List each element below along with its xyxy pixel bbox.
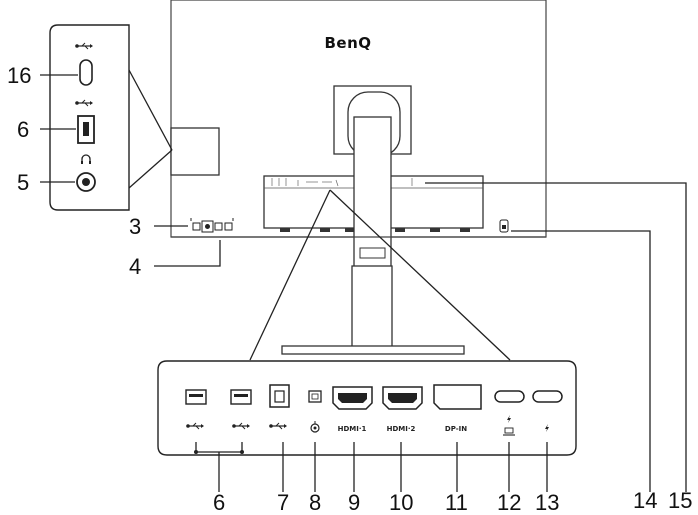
hdmi1-label: HDMI·1: [338, 425, 367, 433]
dp-in-label: DP-IN: [445, 425, 467, 433]
service-icon: [310, 421, 320, 433]
callout-10: 10: [389, 490, 413, 515]
hdmi2-label: HDMI·2: [387, 425, 416, 433]
control-buttons: [190, 218, 234, 233]
brand-logo: BenQ: [324, 34, 371, 52]
callout-7: 7: [277, 490, 289, 515]
callout-11: 11: [445, 490, 468, 515]
usb-c-port-13: [532, 390, 563, 403]
laptop-icon: [503, 427, 515, 436]
usb-icon: [186, 422, 204, 430]
callout-3: 3: [129, 214, 141, 239]
usb-icon: [75, 99, 93, 107]
side-zoom-panel: [49, 24, 130, 211]
bottom-io-panel: HDMI·1 HDMI·2 DP-IN: [157, 360, 577, 456]
callout-9: 9: [348, 490, 360, 515]
lock-slot: [499, 219, 509, 233]
usb-icon: [232, 422, 250, 430]
callout-16: 16: [7, 63, 31, 88]
side-port-hub: [170, 127, 220, 176]
callout-12: 12: [497, 490, 521, 515]
lightning-icon: [507, 415, 511, 423]
callout-6-bottom: 6: [213, 490, 225, 515]
displayport-port: [433, 384, 482, 410]
callout-15: 15: [668, 488, 692, 513]
usb-c-port-side: [79, 59, 93, 86]
callout-4: 4: [129, 254, 141, 279]
callout-5: 5: [17, 170, 29, 195]
callout-6-side: 6: [17, 117, 29, 142]
usb-icon: [75, 42, 93, 50]
lightning-icon: [545, 424, 549, 432]
callout-13: 13: [535, 490, 559, 515]
usb-icon: [269, 422, 287, 430]
headphone-icon: [81, 154, 91, 164]
callout-14: 14: [633, 488, 657, 513]
lock-icon: [502, 225, 506, 229]
callout-8: 8: [309, 490, 321, 515]
power-icon: [205, 224, 210, 229]
usb-c-port-12: [494, 390, 525, 403]
